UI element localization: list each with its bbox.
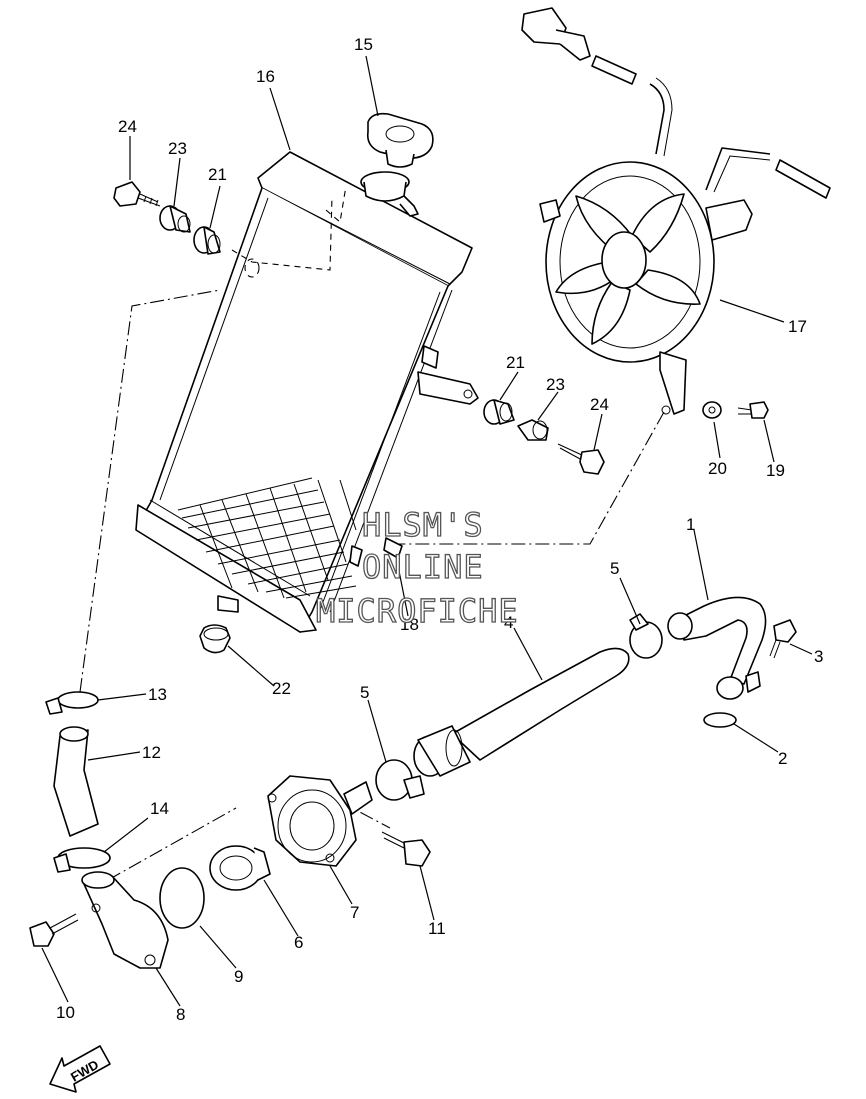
pipe-1 [667,596,767,700]
callout-14: 14 [150,799,169,818]
callout-6: 6 [294,933,303,952]
callout-21-left: 21 [208,165,227,184]
callout-8: 8 [176,1005,185,1024]
callout-3: 3 [814,647,823,666]
callout-23-left: 23 [168,139,187,158]
callout-4: 4 [504,613,513,632]
collar-23-right [517,419,549,441]
watermark-line-3: MICROFICHE [316,592,519,630]
collar-20 [702,401,722,419]
bolt-11 [381,831,431,867]
grommet-21-left [193,226,221,255]
hose-clamp-14 [53,847,111,873]
callout-23-right: 23 [546,375,565,394]
mounting-hole [244,258,260,278]
hose-clamp-5-upper [629,613,663,659]
callout-24-left: 24 [118,117,137,136]
watermark-line-1: HLSM'S [362,506,484,544]
bolt-19 [737,401,769,419]
assembly-line [79,289,221,693]
watermark: HLSM'S ONLINE MICROFICHE [315,505,519,630]
callout-1: 1 [686,515,695,534]
assembly-line [107,807,237,881]
watermark-line-2: ONLINE [362,548,484,586]
callout-10: 10 [56,1003,75,1022]
assembly-line [398,411,665,545]
bolt-10 [29,913,79,947]
collar-23-left [159,205,191,233]
grommet-21-right [483,399,515,425]
fan-motor-assembly [521,7,831,415]
callout-19: 19 [766,461,785,480]
thermostat-6 [209,845,271,891]
mounting-line [231,195,333,271]
bolt-24-left [113,181,161,207]
callout-11: 11 [428,919,446,938]
o-ring-9 [159,867,205,929]
callout-2: 2 [778,749,787,768]
callout-9: 9 [234,967,243,986]
callout-13: 13 [148,685,167,704]
callout-18: 18 [400,615,419,634]
callout-12: 12 [142,743,161,762]
grommet-22 [199,624,231,654]
callout-5-upper: 5 [610,559,619,578]
callout-22: 22 [272,679,291,698]
callouts: 1 2 3 4 5 5 6 7 8 9 10 11 12 13 14 15 16… [56,35,823,1024]
radiator-cap [366,112,434,168]
thermostat-cover-8 [81,871,169,969]
callout-17: 17 [788,317,807,336]
callout-15: 15 [354,35,373,54]
bolt-3 [769,619,797,659]
radiator [135,151,479,633]
callout-7: 7 [350,903,359,922]
hose-12 [53,726,99,837]
bolt-24-right [557,443,605,475]
hose-clamp-13 [45,691,99,715]
callout-21-right: 21 [506,353,525,372]
o-ring-2 [703,712,737,728]
callout-5-lower: 5 [360,683,369,702]
leader-lines [41,55,813,1007]
thermostat-housing-7 [267,775,373,867]
callout-24-right: 24 [590,395,609,414]
forward-direction-arrow: FWD [49,1045,111,1093]
hose-clamp-5-lower [375,759,425,801]
callout-16: 16 [256,67,275,86]
hose-4 [413,647,630,777]
callout-20: 20 [708,459,727,478]
